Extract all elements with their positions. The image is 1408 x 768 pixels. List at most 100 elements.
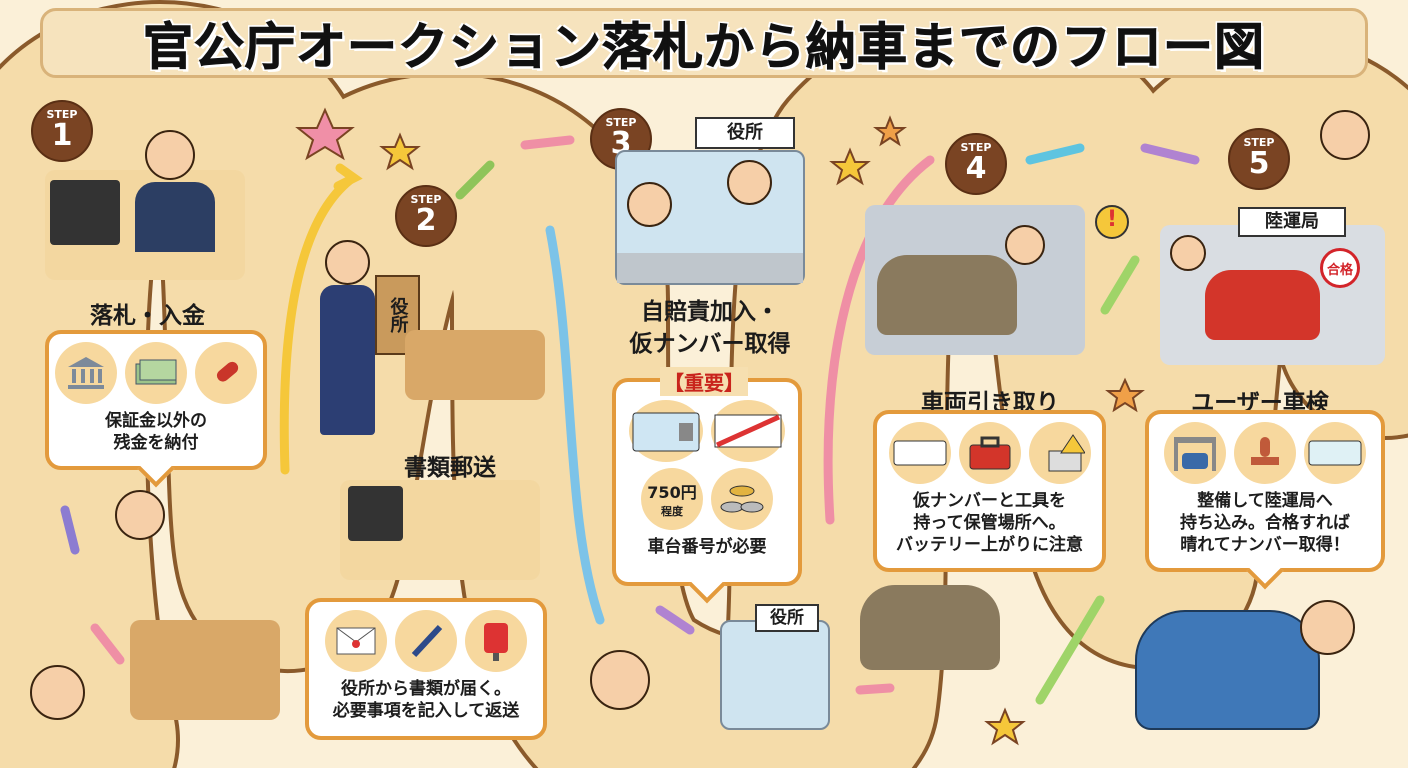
page-title: 官公庁オークション落札から納車までのフロー図 — [143, 18, 1265, 77]
star-orange — [1105, 377, 1145, 413]
office-worker-illustration — [340, 480, 540, 580]
step-1-callout: 保証金以外の残金を納付 — [45, 330, 267, 488]
step-4-callout: 仮ナンバーと工具を持って保管場所へ。バッテリー上がりに注意 — [873, 410, 1106, 572]
person-head — [1005, 225, 1045, 265]
stars — [295, 107, 1145, 746]
description-line: 晴れてナンバー取得！ — [1180, 535, 1350, 555]
price-note: 程度 — [661, 505, 683, 518]
title-banner: 官公庁オークション落札から納車までのフロー図 — [40, 8, 1368, 78]
star-yellow — [984, 707, 1026, 746]
arrow-purple-2 — [60, 505, 80, 555]
step-2-callout: 役所から書類が届く。必要事項を記入して返送 — [305, 598, 547, 740]
id-card-icon — [629, 400, 703, 462]
price-value: 750円 — [647, 483, 697, 502]
heading-line: 自賠責加入・ — [641, 299, 779, 325]
arrow-cyan — [1025, 143, 1085, 165]
arrow-green-3 — [1100, 255, 1140, 315]
computer-monitor-icon — [50, 180, 120, 245]
arrow-blue — [545, 225, 605, 625]
pass-stamp: 合格 — [1320, 248, 1360, 288]
description-line: 整備して陸運局へ — [1197, 491, 1333, 511]
dusty-car — [877, 255, 1017, 335]
suit-body — [135, 182, 215, 252]
star-orange — [873, 115, 907, 147]
arrow-green — [455, 160, 495, 200]
description-line: バッテリー上がりに注意 — [896, 535, 1083, 555]
car-pickup-lot-illustration — [865, 205, 1085, 355]
inspection-office-illustration — [1160, 225, 1385, 365]
arrow-green-2 — [1035, 595, 1105, 705]
cash-icon — [125, 342, 187, 404]
city-office-sign: 役所 — [695, 117, 795, 149]
number-plate-icon — [1304, 422, 1366, 484]
seal-stamp-icon — [195, 342, 257, 404]
mail-carrier-body — [320, 285, 375, 435]
step-3-heading: 自賠責加入・仮ナンバー取得 — [605, 296, 815, 360]
dusty-car-illustration — [860, 585, 1000, 670]
description-line: 車台番号が必要 — [647, 537, 767, 557]
description-line: 仮ナンバーと工具を — [913, 491, 1066, 511]
arrow-purple — [1140, 143, 1200, 165]
warning-icon: ! — [1095, 205, 1129, 239]
important-label: 【重要】 — [660, 367, 748, 396]
pen-icon — [395, 610, 457, 672]
star-pink — [295, 107, 355, 161]
customer-head — [627, 182, 672, 227]
description-line: 残金を納付 — [113, 433, 199, 453]
heading-line: 仮ナンバー取得 — [629, 331, 791, 357]
clerk-head — [727, 160, 772, 205]
person-cheering — [145, 130, 195, 180]
man-waving-illustration — [590, 650, 650, 710]
happy-person-illustration — [115, 490, 165, 540]
man-celebrating-illustration — [1300, 600, 1355, 655]
bank-icon — [55, 342, 117, 404]
bidding-at-computer-illustration — [45, 130, 245, 280]
arrow-pink — [520, 135, 575, 150]
mail-carrier-illustration — [310, 230, 390, 440]
battery-warning-icon — [1028, 422, 1091, 484]
mail-carrier-head — [325, 240, 370, 285]
coins-icon — [711, 468, 773, 530]
mailbox-icon — [465, 610, 527, 672]
city-office-sign-bottom: 役所 — [755, 604, 819, 632]
step-1-heading: 落札・入金 — [90, 303, 205, 329]
envelope-icon — [325, 610, 387, 672]
description-line: 必要事項を記入して返送 — [332, 701, 520, 721]
temporary-plate-icon — [711, 400, 785, 462]
filling-form-illustration — [130, 620, 280, 720]
price-badge: 750円程度 — [641, 468, 703, 530]
inspection-station-icon — [1164, 422, 1226, 484]
star-yellow — [379, 132, 421, 171]
step-3-callout: 750円程度 車台番号が必要 — [612, 378, 802, 604]
computer-monitor-icon — [348, 486, 403, 541]
red-car — [1205, 270, 1320, 340]
toolbox-icon — [958, 422, 1021, 484]
arrow-purple-3 — [655, 605, 695, 635]
man-waving-illustration — [1320, 110, 1370, 160]
step-2-heading: 書類郵送 — [404, 455, 496, 481]
description-line: 役所から書類が届く。 — [341, 679, 511, 699]
blue-car-illustration — [1135, 610, 1320, 730]
transport-bureau-sign: 陸運局 — [1238, 207, 1346, 237]
arrow-pink-4 — [855, 683, 895, 695]
desk-writing-illustration — [405, 330, 545, 400]
counter — [617, 253, 803, 283]
woman-illustration — [30, 665, 85, 720]
office-clerk-illustration — [720, 620, 830, 730]
step-5-callout: 整備して陸運局へ持ち込み。合格すれば晴れてナンバー取得！ — [1145, 410, 1385, 590]
arrow-pink-3 — [90, 623, 125, 665]
flow-arrows — [60, 135, 1200, 705]
description-line: 保証金以外の — [105, 411, 207, 431]
arrow-yellow — [279, 175, 355, 475]
license-plate-icon — [888, 422, 951, 484]
city-office-counter-illustration — [615, 150, 805, 285]
description-line: 持ち込み。合格すれば — [1180, 513, 1350, 533]
person-head — [1170, 235, 1206, 271]
star-yellow — [829, 147, 871, 186]
description-line: 持って保管場所へ。 — [913, 513, 1066, 533]
arrow-pink-2 — [823, 155, 935, 525]
